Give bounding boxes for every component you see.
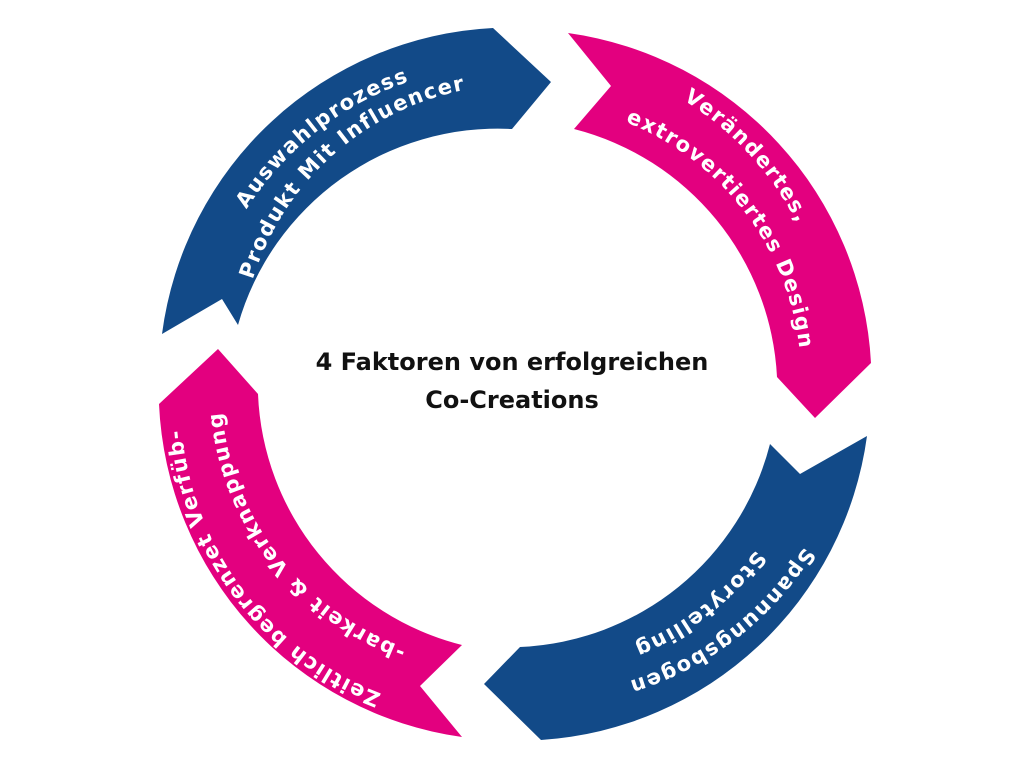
segment-auswahlprozess bbox=[162, 28, 551, 334]
segment-design bbox=[568, 33, 871, 418]
segment-verknappung bbox=[159, 349, 462, 737]
diagram-title-line2: Co-Creations bbox=[425, 386, 599, 414]
segment-storytelling bbox=[484, 436, 867, 740]
diagram-title-line1: 4 Faktoren von erfolgreichen bbox=[315, 348, 709, 376]
diagram-title: 4 Faktoren von erfolgreichen Co-Creation… bbox=[262, 343, 762, 419]
